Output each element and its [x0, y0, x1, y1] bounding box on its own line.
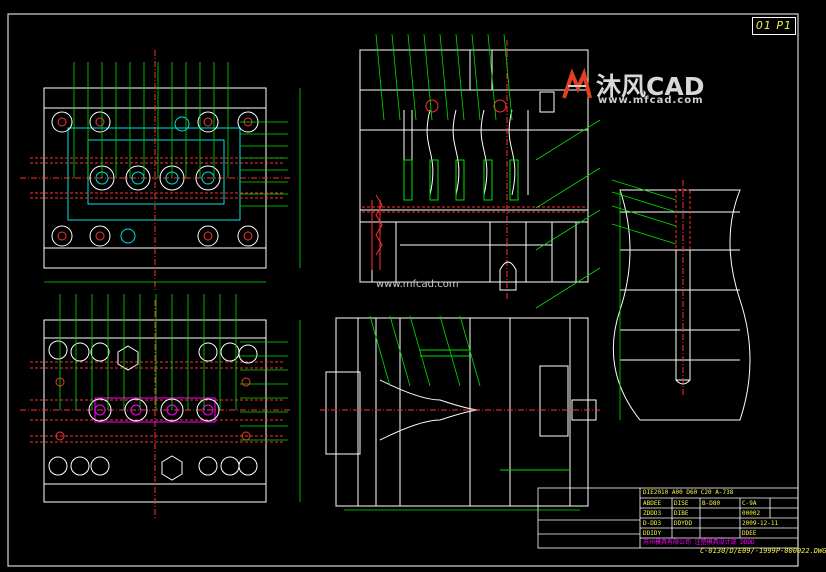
leader-line — [423, 33, 433, 121]
title-block-material: DIE2010 A00 D60 C20 A-738 — [643, 489, 734, 496]
title-block-cell: B-D80 — [702, 500, 721, 507]
hex-nut — [117, 345, 139, 371]
guide-pin-hole — [51, 225, 73, 247]
ejector-hole — [48, 340, 68, 360]
leader-line — [409, 315, 431, 387]
cad-drawing-sheet: 01 P1 沐风CAD www.mfcad.com www.mfcad.com … — [7, 13, 826, 567]
cavity-circle — [88, 398, 112, 422]
leader-line — [611, 223, 677, 245]
ejector-hole — [238, 344, 258, 364]
leader-line — [535, 267, 601, 309]
cavity-circle — [125, 165, 151, 191]
title-block-cell: DDEE — [742, 530, 757, 537]
pin-hole-center — [95, 231, 105, 241]
plan-view-bottom-holes — [48, 340, 258, 481]
watermark-brand: 沐风CAD — [596, 72, 705, 101]
detail-view — [612, 180, 751, 421]
return-pin — [241, 377, 251, 387]
sprue-hole — [174, 116, 190, 132]
title-block-cell: DDYDD — [674, 520, 693, 527]
cavity-core — [202, 404, 214, 416]
title-block-cell: DDIDY — [643, 530, 662, 537]
ejector-hole — [198, 342, 218, 362]
cavity-core — [94, 404, 106, 416]
guide-pin-hole — [197, 225, 219, 247]
leader-line — [471, 33, 481, 121]
pin-hole-center — [57, 117, 67, 127]
ejector-hole — [90, 342, 110, 362]
guide-pin-hole — [51, 111, 73, 133]
leader-line — [391, 33, 401, 121]
title-block-cell: 00002 — [742, 510, 761, 517]
watermark-center-url: www.mfcad.com — [376, 279, 459, 290]
pin-hole-center — [203, 117, 213, 127]
title-block-cell: C-9A — [742, 500, 757, 507]
watermark-url: www.mfcad.com — [598, 95, 704, 106]
sheet-border — [7, 13, 799, 567]
sprue-hole — [120, 228, 136, 244]
leader-line — [407, 33, 417, 121]
title-block-cell: ZDDD3 — [643, 510, 662, 517]
pin-hole-center — [203, 231, 213, 241]
mfcad-logo-icon — [562, 67, 592, 99]
leader-line — [487, 33, 497, 121]
leader-line — [439, 33, 449, 121]
watermark-logo — [562, 67, 592, 102]
leader-line — [459, 315, 481, 387]
drawing-file-name: C-0130/D/E09/-1999P-000022.DWG — [700, 547, 826, 555]
ejector-hole — [70, 456, 90, 476]
leader-line — [611, 191, 677, 213]
dimension-leaders — [44, 33, 677, 511]
return-pin — [55, 431, 65, 441]
title-block — [537, 487, 799, 549]
section-view-main — [359, 40, 589, 300]
title-block-cell: 2009-12-11 — [742, 520, 779, 527]
section-view-side — [320, 317, 600, 507]
cavity-circle — [195, 165, 221, 191]
plan-view-top-holes — [51, 111, 259, 247]
ejector-hole — [48, 456, 68, 476]
pin-hole-center — [243, 231, 253, 241]
cavity-circle — [196, 398, 220, 422]
title-block-cell: DIBE — [674, 510, 689, 517]
title-block-cell: ABDEE — [643, 500, 662, 507]
leader-line — [389, 315, 411, 387]
ejector-hole — [90, 456, 110, 476]
ejector-hole — [238, 456, 258, 476]
ejector-hole — [70, 342, 90, 362]
title-block-designer: 苏州模具有限公司 注塑模具设计部 DDDD — [643, 539, 755, 546]
leader-line — [611, 205, 677, 227]
title-block-cell: DISE — [674, 500, 689, 507]
leader-line — [535, 119, 601, 161]
ejector-hole — [198, 456, 218, 476]
pin-hole-center — [95, 117, 105, 127]
leader-line — [455, 33, 465, 121]
pin-hole-center — [57, 231, 67, 241]
leader-line — [439, 315, 461, 387]
ejector-hole — [220, 456, 240, 476]
leader-line — [535, 209, 601, 251]
leader-line — [611, 179, 677, 201]
cavity-circle — [124, 398, 148, 422]
guide-pin-hole — [89, 225, 111, 247]
cavity-core — [130, 404, 142, 416]
guide-pin-hole — [89, 111, 111, 133]
guide-pin-hole — [237, 225, 259, 247]
leader-line — [503, 33, 513, 121]
leader-line — [369, 315, 391, 387]
leader-line — [375, 33, 385, 121]
sheet-number-label: 01 P1 — [752, 17, 796, 35]
hex-nut — [161, 455, 183, 481]
guide-pin-hole — [197, 111, 219, 133]
title-block-cell: D-DD3 — [643, 520, 662, 527]
leader-line — [535, 167, 601, 209]
mold-assembly-drawing — [7, 13, 799, 567]
